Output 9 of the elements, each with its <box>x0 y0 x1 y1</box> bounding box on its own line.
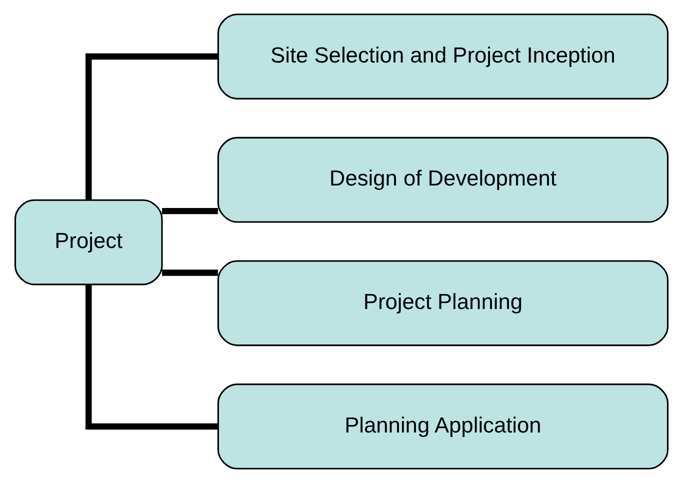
node-box: Design of Development <box>217 136 669 223</box>
node-box: Planning Application <box>217 384 669 470</box>
connector <box>86 53 218 200</box>
connector <box>162 208 218 214</box>
node-box: Site Selection and Project Inception <box>217 14 669 100</box>
connector <box>162 270 218 276</box>
node-box: Project <box>14 199 163 286</box>
connector <box>86 284 218 430</box>
node-box: Project Planning <box>217 260 669 346</box>
